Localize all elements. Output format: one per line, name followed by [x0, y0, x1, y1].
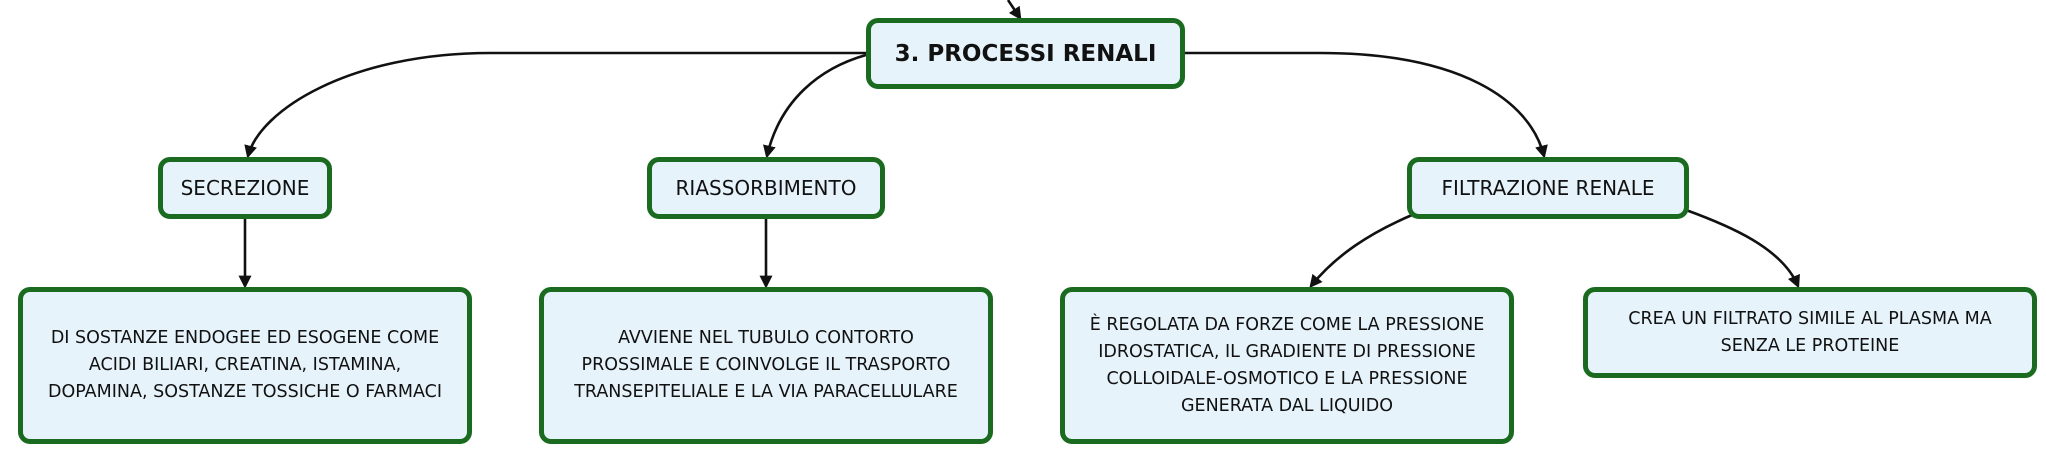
detail-line: È REGOLATA DA FORZE COME LA PRESSIONE	[1089, 314, 1485, 335]
detail-line: COLLOIDALE-OSMOTICO E LA PRESSIONE	[1106, 368, 1468, 389]
detail-line: AVVIENE NEL TUBULO CONTORTO	[618, 328, 914, 348]
detail-line: CREA UN FILTRATO SIMILE AL PLASMA MA	[1628, 308, 1992, 329]
connector-root-riassorbimento	[763, 53, 867, 159]
detail-line: GENERATA DAL LIQUIDO	[1180, 395, 1394, 416]
connector-filtrazione-detail-2	[1685, 208, 1800, 289]
category-node-filtrazione: FILTRAZIONE RENALE	[1407, 157, 1689, 219]
category-node-riassorbimento: RIASSORBIMENTO	[647, 157, 885, 219]
detail-node-secrezione: DI SOSTANZE ENDOGEE ED ESOGENE COME ACID…	[18, 287, 472, 444]
detail-node-riassorbimento: AVVIENE NEL TUBULO CONTORTO PROSSIMALE E…	[539, 287, 993, 444]
root-label: 3. PROCESSI RENALI	[894, 40, 1157, 67]
detail-text: DI SOSTANZE ENDOGEE ED ESOGENE COME ACID…	[48, 325, 442, 406]
category-label: RIASSORBIMENTO	[675, 176, 857, 200]
connector-filtrazione-detail-1	[1309, 213, 1413, 289]
connector-incoming-root	[1006, 0, 1022, 21]
detail-line: PROSSIMALE E COINVOLGE IL TRASPORTO	[581, 355, 951, 375]
detail-line: DOPAMINA, SOSTANZE TOSSICHE O FARMACI	[47, 382, 442, 402]
detail-line: ACIDI BILIARI, CREATINA, ISTAMINA,	[88, 355, 402, 375]
detail-text: CREA UN FILTRATO SIMILE AL PLASMA MA SEN…	[1628, 306, 1991, 360]
connector-root-secrezione	[244, 51, 866, 159]
detail-node-filtrazione-regolazione: È REGOLATA DA FORZE COME LA PRESSIONE ID…	[1060, 287, 1514, 444]
category-node-secrezione: SECREZIONE	[158, 157, 332, 219]
detail-text: È REGOLATA DA FORZE COME LA PRESSIONE ID…	[1090, 312, 1485, 420]
category-label: FILTRAZIONE RENALE	[1441, 176, 1655, 200]
detail-node-filtrazione-filtrato: CREA UN FILTRATO SIMILE AL PLASMA MA SEN…	[1583, 287, 2037, 378]
detail-text: AVVIENE NEL TUBULO CONTORTO PROSSIMALE E…	[574, 325, 958, 406]
detail-line: IDROSTATICA, IL GRADIENTE DI PRESSIONE	[1098, 341, 1476, 362]
detail-line: TRANSEPITELIALE E LA VIA PARACELLULARE	[574, 382, 958, 402]
connector-root-filtrazione	[1185, 51, 1548, 159]
detail-line: DI SOSTANZE ENDOGEE ED ESOGENE COME	[50, 328, 440, 348]
detail-line: SENZA LE PROTEINE	[1720, 335, 1900, 356]
root-node: 3. PROCESSI RENALI	[866, 18, 1185, 89]
category-label: SECREZIONE	[180, 176, 310, 200]
